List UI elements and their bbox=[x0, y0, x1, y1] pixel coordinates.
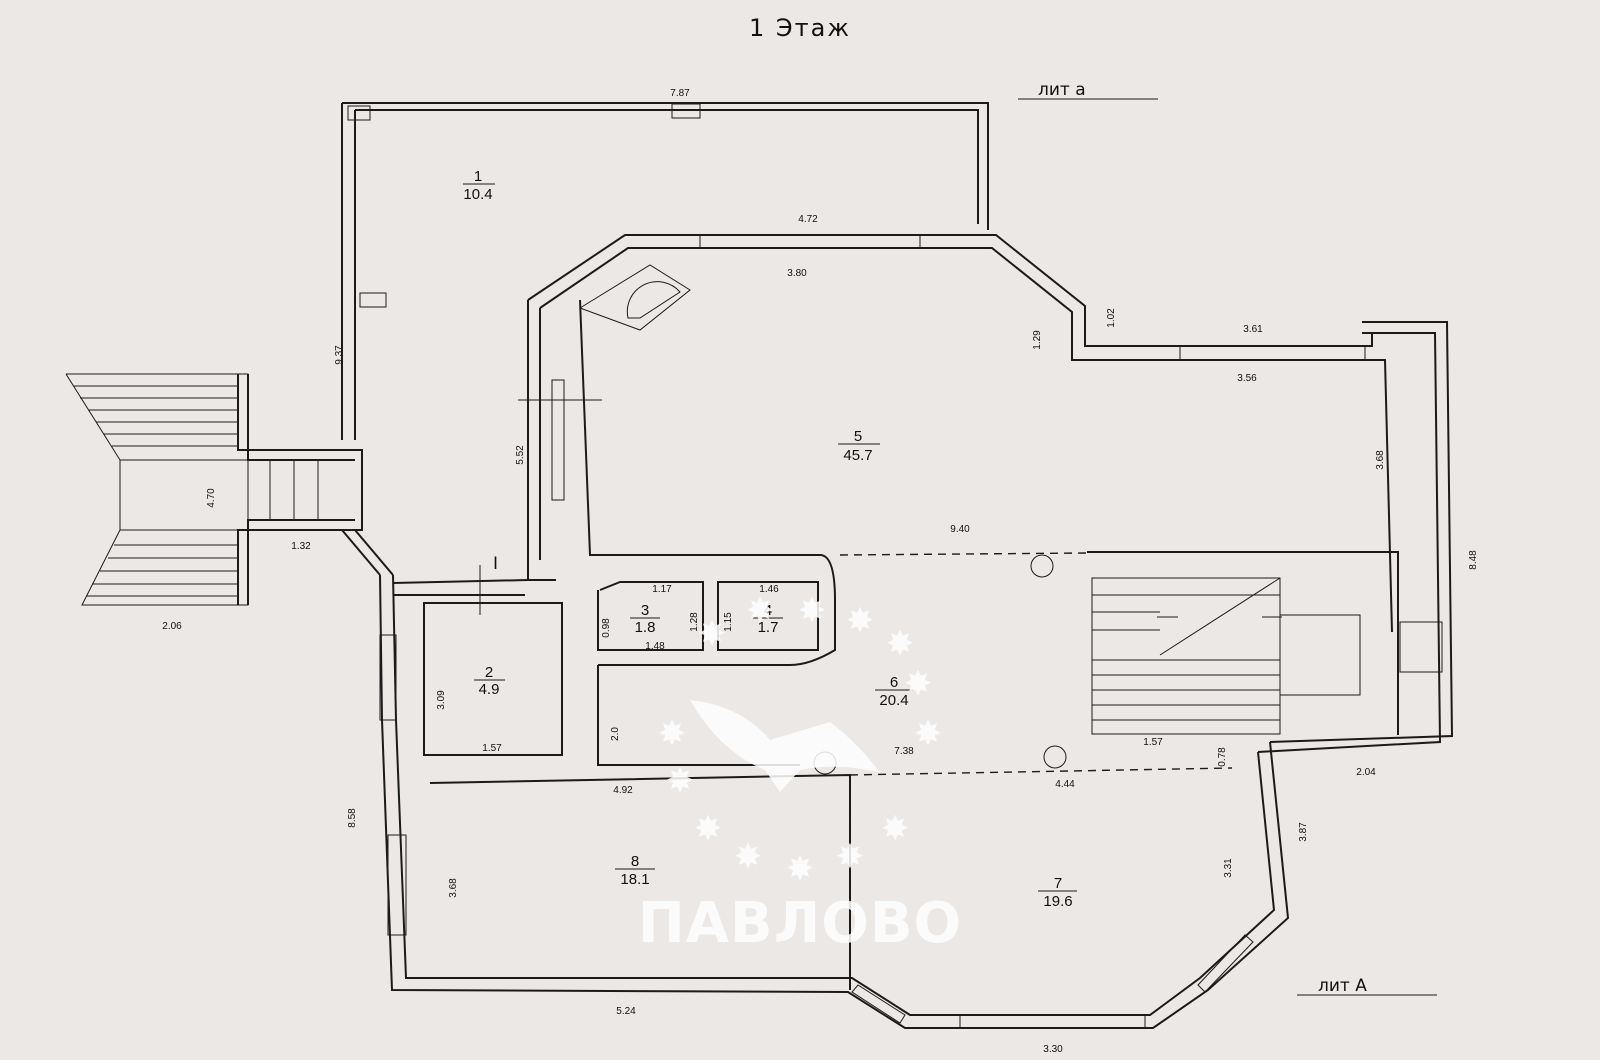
svg-text:10.4: 10.4 bbox=[463, 186, 492, 203]
windows bbox=[347, 103, 1443, 1029]
dim-label: 7.38 bbox=[894, 746, 914, 757]
svg-text:18.1: 18.1 bbox=[620, 871, 649, 888]
lit-a-upper-label: лит А bbox=[1318, 976, 1367, 996]
room-2: 2 4.9 bbox=[474, 664, 505, 698]
svg-text:4: 4 bbox=[764, 602, 772, 619]
svg-text:✸: ✸ bbox=[786, 849, 815, 889]
svg-text:✸: ✸ bbox=[798, 591, 827, 631]
room-4: 4 1.7 bbox=[753, 602, 783, 636]
dim-label: 5.52 bbox=[515, 445, 526, 465]
svg-text:2: 2 bbox=[485, 664, 493, 681]
interior-walls bbox=[392, 551, 1399, 990]
section-marker: I bbox=[493, 554, 498, 574]
svg-text:✸: ✸ bbox=[666, 761, 695, 801]
dim-label: 3.30 bbox=[1043, 1044, 1063, 1055]
svg-text:✸: ✸ bbox=[746, 591, 775, 631]
room-7: 7 19.6 bbox=[1038, 875, 1077, 910]
dim-label: 3.56 bbox=[1237, 373, 1257, 384]
svg-text:✸: ✸ bbox=[914, 714, 943, 754]
lit-labels: лит а лит А I bbox=[493, 80, 1437, 996]
dim-label: 1.15 bbox=[723, 612, 734, 632]
dim-label: 4.72 bbox=[798, 214, 818, 225]
svg-text:6: 6 bbox=[890, 674, 898, 691]
dim-label: 3.87 bbox=[1298, 822, 1309, 842]
dim-label: 1.17 bbox=[652, 584, 672, 595]
svg-text:✸: ✸ bbox=[846, 601, 875, 641]
room-8: 8 18.1 bbox=[615, 853, 655, 888]
dim-label: 8.48 bbox=[1468, 550, 1479, 570]
dim-label: 1.48 bbox=[645, 641, 665, 652]
dim-label: 4.92 bbox=[613, 785, 633, 796]
outer-walls bbox=[341, 102, 1454, 1029]
svg-text:8: 8 bbox=[631, 853, 639, 870]
bay-walls bbox=[518, 234, 1393, 633]
watermark-text: ПАВЛОВО bbox=[638, 891, 962, 956]
dim-label: 2.06 bbox=[162, 621, 182, 632]
dim-label: 5.24 bbox=[616, 1006, 636, 1017]
room-1: 1 10.4 bbox=[463, 168, 495, 203]
svg-text:3: 3 bbox=[641, 602, 649, 619]
svg-text:7: 7 bbox=[1054, 875, 1062, 892]
dim-label: 7.87 bbox=[670, 88, 690, 99]
plan-title: 1 Этаж bbox=[749, 14, 851, 42]
dim-label: 1.57 bbox=[482, 743, 502, 754]
dim-label: 3.09 bbox=[436, 690, 447, 710]
dim-label: 8.58 bbox=[347, 808, 358, 828]
dim-label: 1.57 bbox=[1143, 737, 1163, 748]
room-labels: 1 10.4 2 4.9 3 1.8 4 1.7 5 bbox=[463, 168, 1077, 910]
svg-text:✸: ✸ bbox=[904, 664, 933, 704]
svg-text:✸: ✸ bbox=[734, 837, 763, 877]
svg-text:45.7: 45.7 bbox=[843, 447, 872, 464]
dim-label: 1.28 bbox=[689, 612, 700, 632]
dim-label: 3.31 bbox=[1223, 858, 1234, 878]
dim-label: 3.80 bbox=[787, 268, 807, 279]
entrance-porch bbox=[65, 373, 481, 615]
dim-label: 1.02 bbox=[1106, 308, 1117, 328]
dim-label: 0.98 bbox=[601, 618, 612, 638]
svg-text:1.8: 1.8 bbox=[635, 619, 656, 636]
svg-text:5: 5 bbox=[854, 428, 862, 445]
svg-text:19.6: 19.6 bbox=[1043, 893, 1072, 910]
dimension-labels: 7.87 4.72 3.80 1.02 1.29 3.61 3.56 9.37 … bbox=[162, 88, 1479, 1055]
dim-label: 3.68 bbox=[448, 878, 459, 898]
dim-label: 1.32 bbox=[291, 541, 311, 552]
eagle-stars-logo: ✸ ✸ ✸ ✸ ✸ ✸ ✸ ✸ ✸ ✸ ✸ ✸ ✸ ✸ bbox=[658, 591, 943, 889]
svg-text:✸: ✸ bbox=[698, 614, 727, 654]
dim-label: 1.46 bbox=[759, 584, 779, 595]
dim-label: 4.70 bbox=[206, 488, 217, 508]
dim-label: 4.44 bbox=[1055, 779, 1075, 790]
room-3: 3 1.8 bbox=[630, 602, 660, 636]
svg-text:1: 1 bbox=[474, 168, 482, 185]
svg-text:1.7: 1.7 bbox=[758, 619, 779, 636]
dim-label: 0.78 bbox=[1217, 747, 1228, 767]
room-6: 6 20.4 bbox=[875, 674, 913, 709]
lit-a-lower-label: лит а bbox=[1038, 80, 1086, 100]
dim-label: 3.61 bbox=[1243, 324, 1263, 335]
dim-label: 2.04 bbox=[1356, 767, 1376, 778]
svg-text:✸: ✸ bbox=[886, 624, 915, 664]
svg-text:20.4: 20.4 bbox=[879, 692, 908, 709]
svg-text:4.9: 4.9 bbox=[479, 681, 500, 698]
svg-text:✸: ✸ bbox=[881, 809, 910, 849]
dim-label: 2.0 bbox=[610, 727, 621, 741]
svg-text:✸: ✸ bbox=[694, 809, 723, 849]
dim-label: 9.37 bbox=[334, 345, 345, 365]
dim-label: 9.40 bbox=[950, 524, 970, 535]
dim-label: 1.29 bbox=[1032, 330, 1043, 350]
svg-text:✸: ✸ bbox=[658, 714, 687, 754]
room-5: 5 45.7 bbox=[838, 428, 880, 464]
stair-treads bbox=[1092, 594, 1280, 721]
svg-text:✸: ✸ bbox=[836, 837, 865, 877]
dim-label: 3.68 bbox=[1375, 450, 1386, 470]
watermark: ✸ ✸ ✸ ✸ ✸ ✸ ✸ ✸ ✸ ✸ ✸ ✸ ✸ ✸ ПАВЛОВО bbox=[638, 591, 962, 956]
